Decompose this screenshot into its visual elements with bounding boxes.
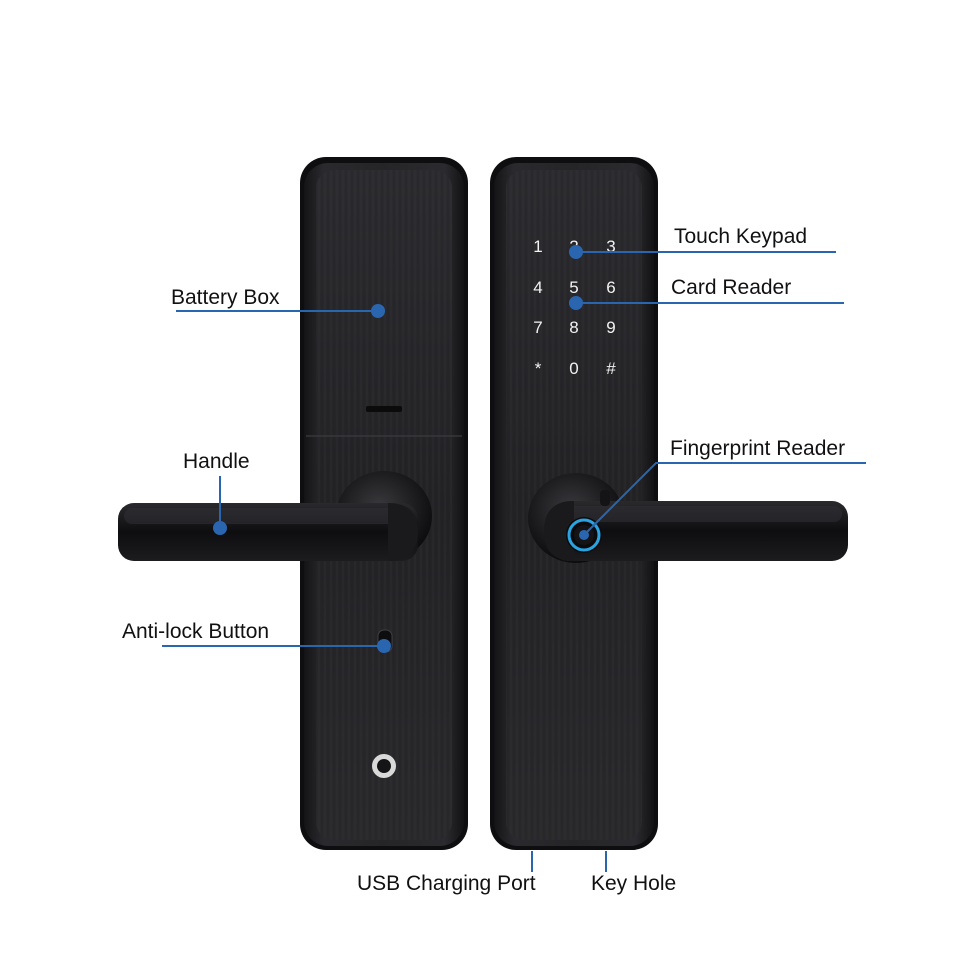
fingerprint-reader-label: Fingerprint Reader bbox=[670, 437, 846, 460]
callout-dots bbox=[213, 245, 589, 653]
usb-charging-port-label: USB Charging Port bbox=[357, 872, 536, 895]
keypad-key-3[interactable]: 3 bbox=[606, 237, 615, 256]
keypad-key-hash[interactable]: # bbox=[606, 359, 616, 378]
fingerprint-dot bbox=[579, 530, 589, 540]
handle-dot bbox=[213, 521, 227, 535]
card-reader-dot bbox=[569, 296, 583, 310]
keypad-key-6[interactable]: 6 bbox=[606, 278, 615, 297]
fingerprint-callout-line bbox=[583, 462, 866, 536]
keypad-key-7[interactable]: 7 bbox=[533, 318, 542, 337]
key-hole-label: Key Hole bbox=[591, 872, 677, 895]
anti-lock-dot bbox=[377, 639, 391, 653]
key-hole-shape[interactable] bbox=[372, 754, 396, 778]
keypad-key-4[interactable]: 4 bbox=[533, 278, 542, 297]
callout-lines bbox=[162, 251, 866, 872]
handle-label: Handle bbox=[183, 450, 250, 473]
battery-slot bbox=[366, 406, 402, 412]
keypad-key-star[interactable]: * bbox=[535, 359, 542, 378]
left-lock-panel bbox=[118, 157, 468, 850]
keypad-key-0[interactable]: 0 bbox=[569, 359, 578, 378]
touch-keypad-label: Touch Keypad bbox=[674, 225, 808, 248]
left-handle-shape[interactable] bbox=[118, 471, 432, 561]
keypad-key-9[interactable]: 9 bbox=[606, 318, 615, 337]
keypad-key-8[interactable]: 8 bbox=[569, 318, 578, 337]
battery-box-dot bbox=[371, 304, 385, 318]
right-lock-panel bbox=[490, 157, 848, 850]
anti-lock-button-label: Anti-lock Button bbox=[122, 620, 270, 643]
touch-keypad[interactable]: 123456789*0# bbox=[533, 237, 616, 378]
right-handle-shape[interactable] bbox=[528, 473, 848, 563]
card-reader-label: Card Reader bbox=[671, 276, 792, 299]
battery-box-label: Battery Box bbox=[171, 286, 280, 309]
touch-keypad-dot bbox=[569, 245, 583, 259]
keypad-key-5[interactable]: 5 bbox=[569, 278, 578, 297]
keypad-key-1[interactable]: 1 bbox=[533, 237, 542, 256]
